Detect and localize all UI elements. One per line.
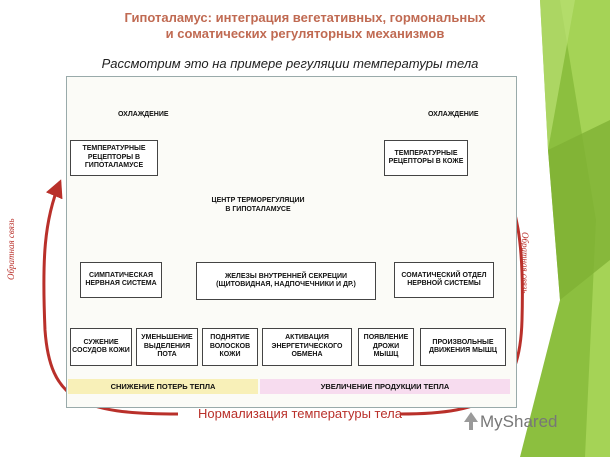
title-line-2: и соматических регуляторных механизмов <box>165 26 445 41</box>
band-heat-loss: СНИЖЕНИЕ ПОТЕРЬ ТЕПЛА <box>68 379 258 394</box>
sympathetic-system-box: СИМПАТИЧЕСКАЯ НЕРВНАЯ СИСТЕМА <box>80 262 162 298</box>
effect-shiver-box: ПОЯВЛЕНИЕ ДРОЖИ МЫШЦ <box>358 328 414 366</box>
feedback-label-right: Обратная связь <box>520 232 530 294</box>
effect-vessels-box: СУЖЕНИЕ СОСУДОВ КОЖИ <box>70 328 132 366</box>
effect-movement-box: ПРОИЗВОЛЬНЫЕ ДВИЖЕНИЯ МЫШЦ <box>420 328 506 366</box>
myshared-logo-icon <box>464 412 478 430</box>
receptors-skin-box: ТЕМПЕРАТУРНЫЕ РЕЦЕПТОРЫ В КОЖЕ <box>384 140 468 176</box>
receptors-hypothalamus-box: ТЕМПЕРАТУРНЫЕ РЕЦЕПТОРЫ В ГИПОТАЛАМУСЕ <box>70 140 158 176</box>
thermoregulation-center-label: ЦЕНТР ТЕРМОРЕГУЛЯЦИИ В ГИПОТАЛАМУСЕ <box>211 197 305 213</box>
feedback-label-left: Обратная связь <box>6 218 16 281</box>
normalization-label: Нормализация температуры тела <box>198 406 402 421</box>
title-line-1: Гипоталамус: интеграция вегетативных, го… <box>124 10 486 25</box>
cooling-label-right: ОХЛАЖДЕНИЕ <box>428 111 479 118</box>
subtitle: Рассмотрим это на примере регуляции темп… <box>101 56 479 71</box>
somatic-system-box: СОМАТИЧЕСКИЙ ОТДЕЛ НЕРВНОЙ СИСТЕМЫ <box>394 262 494 298</box>
green-decoration <box>520 0 610 457</box>
watermark-text: MyShared <box>480 412 558 431</box>
effect-hair-box: ПОДНЯТИЕ ВОЛОСКОВ КОЖИ <box>202 328 258 366</box>
effect-sweat-box: УМЕНЬШЕНИЕ ВЫДЕЛЕНИЯ ПОТА <box>136 328 198 366</box>
endocrine-glands-box: ЖЕЛЕЗЫ ВНУТРЕННЕЙ СЕКРЕЦИИ (ЩИТОВИДНАЯ, … <box>196 262 376 300</box>
cooling-label-left: ОХЛАЖДЕНИЕ <box>118 111 169 118</box>
band-heat-production: УВЕЛИЧЕНИЕ ПРОДУКЦИИ ТЕПЛА <box>260 379 510 394</box>
effect-metabolism-box: АКТИВАЦИЯ ЭНЕРГЕТИЧЕСКОГО ОБМЕНА <box>262 328 352 366</box>
